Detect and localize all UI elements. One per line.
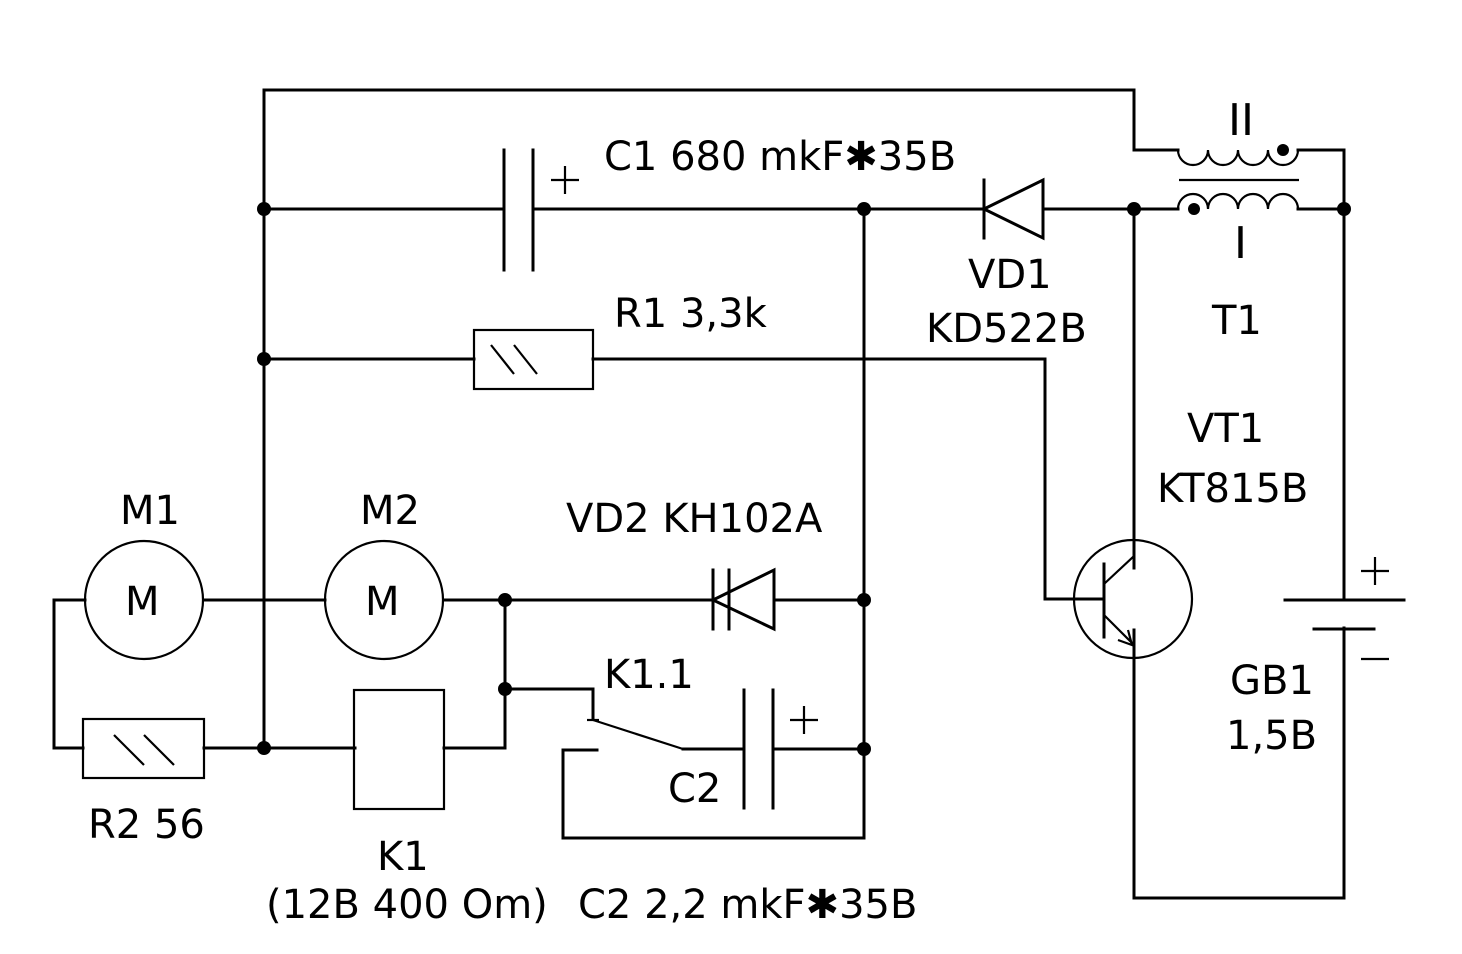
gb1-voltage-label: 1,5B — [1226, 713, 1317, 759]
junction-dot — [257, 202, 271, 216]
dinistor-vd2: VD2 KH102A — [566, 496, 823, 632]
capacitor-c1: C1 680 mkF✱35B — [502, 134, 956, 272]
junction-dot — [257, 741, 271, 755]
c2-plus-mark — [790, 706, 818, 734]
junctions — [257, 202, 1351, 756]
vt1-collector — [1103, 540, 1136, 585]
wire-node-864 — [561, 207, 866, 840]
wire-k1-right — [442, 598, 507, 750]
k11-lever — [592, 718, 684, 751]
vt1-part-label: KT815B — [1157, 466, 1308, 512]
resistor-r1: R1 3,3k — [472, 291, 768, 391]
battery-gb1: GB1 1,5B — [1226, 557, 1406, 759]
gb1-label: GB1 — [1230, 658, 1314, 704]
diode-vd1: VD1 KD522B — [926, 177, 1087, 352]
k11-label: K1.1 — [604, 652, 694, 698]
junction-dot — [1337, 202, 1351, 216]
wires — [52, 88, 1346, 900]
c2-label: C2 2,2 mkF✱35B — [578, 882, 917, 928]
vd1-part-label: KD522B — [926, 306, 1087, 352]
m1-symbol: M — [125, 579, 160, 625]
wire-top-to-t1-secondary — [262, 88, 1180, 152]
t1-secondary-winding — [1176, 149, 1300, 167]
junction-dot — [857, 742, 871, 756]
junction-dot — [498, 682, 512, 696]
vt1-emitter-arrow — [1117, 629, 1134, 647]
wire-t1-secondary-right — [1296, 148, 1346, 211]
t1-primary-label: I — [1234, 218, 1247, 269]
t1-secondary-label: II — [1228, 95, 1254, 146]
k1-rating-label: (12B 400 Om) — [266, 882, 548, 928]
r1-label: R1 3,3k — [614, 291, 768, 337]
gb1-plus-mark — [1361, 557, 1389, 585]
relay-coil-k1: K1 (12B 400 Om) — [266, 688, 548, 928]
wire-k11-top — [503, 687, 595, 720]
capacitor-c2: C2 C2 2,2 mkF✱35B — [578, 688, 917, 928]
junction-dot — [1127, 202, 1141, 216]
m2-symbol: M — [365, 579, 400, 625]
c2-short-label: C2 — [668, 766, 721, 812]
transistor-vt1: VT1 KT815B — [1072, 406, 1308, 660]
vd1-label: VD1 — [968, 252, 1052, 298]
junction-dot — [857, 593, 871, 607]
junction-dot — [498, 593, 512, 607]
motor-m1: M M1 — [83, 488, 205, 661]
vt1-label: VT1 — [1187, 406, 1264, 452]
vd2-label: VD2 KH102A — [566, 496, 823, 542]
k1-label: K1 — [377, 834, 429, 880]
t1-primary-winding — [1176, 192, 1300, 210]
junction-dot — [257, 352, 271, 366]
junction-dot — [857, 202, 871, 216]
t1-label: T1 — [1211, 298, 1262, 344]
resistor-r2: R2 56 — [81, 717, 206, 848]
t1-secondary-dot — [1277, 144, 1289, 156]
r2-label: R2 56 — [88, 802, 205, 848]
m1-label: M1 — [120, 488, 180, 534]
wire-emitter-bottom — [1132, 626, 1346, 900]
m2-label: M2 — [360, 488, 420, 534]
motor-m2: M M2 — [323, 488, 445, 661]
vt1-emitter — [1103, 614, 1136, 660]
c1-label: C1 680 mkF✱35B — [604, 134, 956, 180]
wire-m1-left — [52, 598, 87, 750]
c1-plus-mark — [551, 166, 579, 194]
transformer-t1: II I T1 — [1176, 95, 1300, 344]
t1-primary-dot — [1188, 203, 1200, 215]
wire-r1-right — [591, 357, 1106, 601]
